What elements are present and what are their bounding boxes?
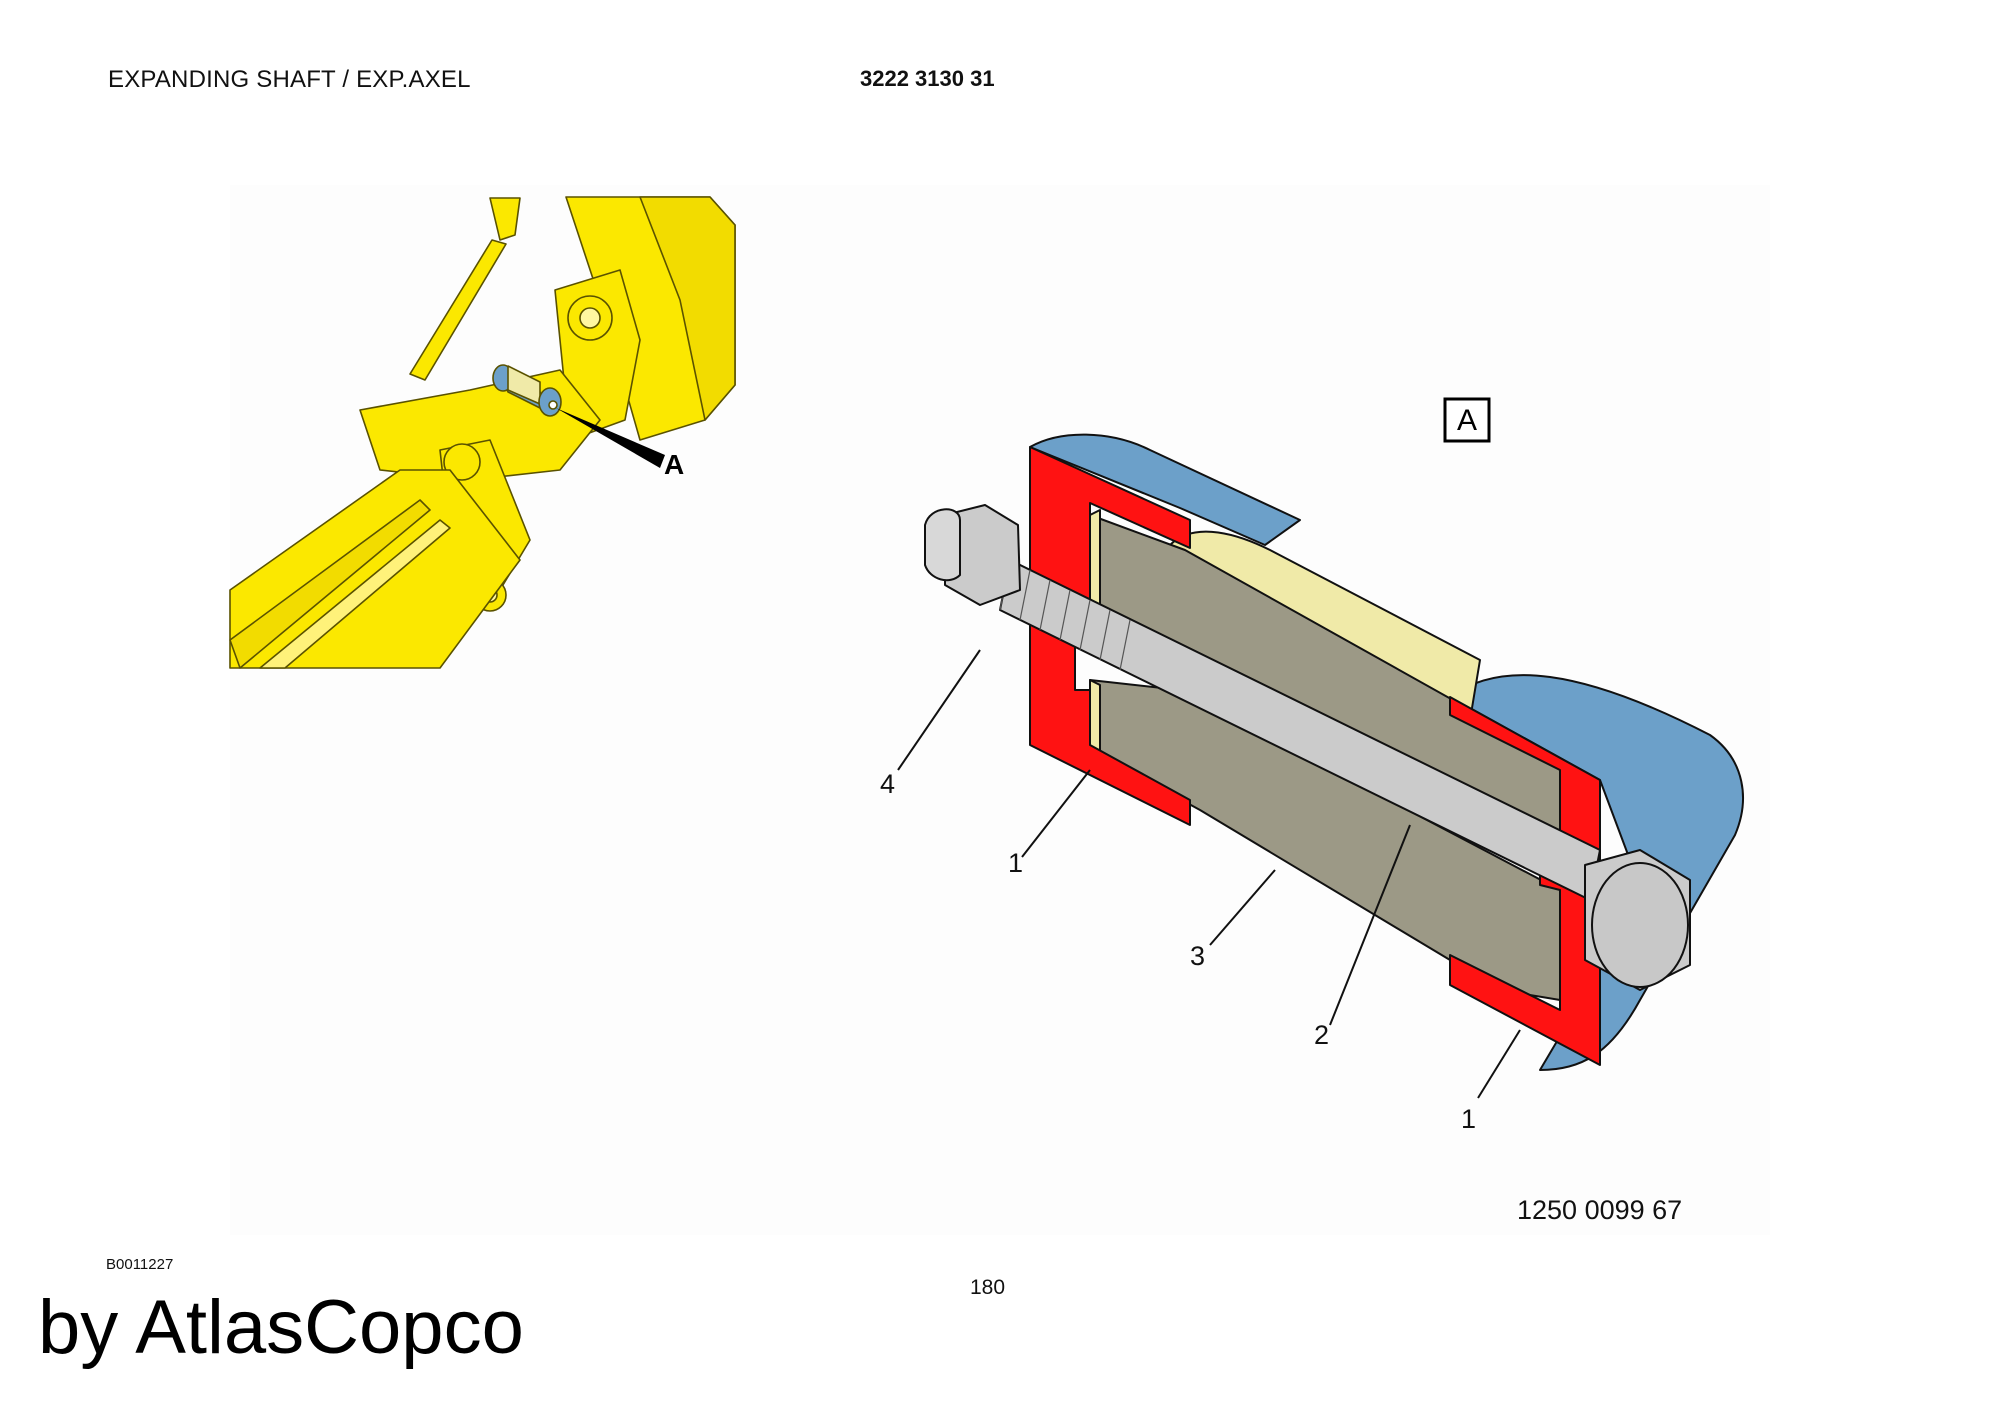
detail-pointer-arrow xyxy=(556,408,665,468)
svg-text:A: A xyxy=(1457,404,1477,437)
expanding-shaft-cutaway xyxy=(924,433,1744,1071)
callout-2: 2 xyxy=(1314,1020,1329,1050)
page-title: EXPANDING SHAFT / EXP.AXEL xyxy=(108,66,471,93)
bushing-left xyxy=(1029,446,1191,826)
detail-pointer-label: A xyxy=(664,449,684,480)
bushing-right xyxy=(1449,696,1601,1066)
callout-1-left: 1 xyxy=(1008,848,1023,878)
leader-lines xyxy=(897,649,1521,1099)
sleeve-right xyxy=(1449,674,1744,1071)
machine-overview xyxy=(229,196,736,669)
shaft-highlight xyxy=(492,364,562,417)
part-number: 3222 3130 31 xyxy=(860,66,995,91)
callout-3: 3 xyxy=(1190,941,1205,971)
callout-4: 4 xyxy=(880,769,895,799)
callout-1-right: 1 xyxy=(1461,1104,1476,1134)
sleeve-left xyxy=(1029,433,1301,546)
page-number: 180 xyxy=(970,1276,1006,1299)
drawing-number: 1250 0099 67 xyxy=(1517,1195,1683,1225)
view-label-box: A xyxy=(1443,397,1491,443)
brand-watermark: by AtlasCopco xyxy=(38,1285,524,1370)
document-code: B0011227 xyxy=(106,1256,174,1273)
nut xyxy=(944,504,1021,606)
